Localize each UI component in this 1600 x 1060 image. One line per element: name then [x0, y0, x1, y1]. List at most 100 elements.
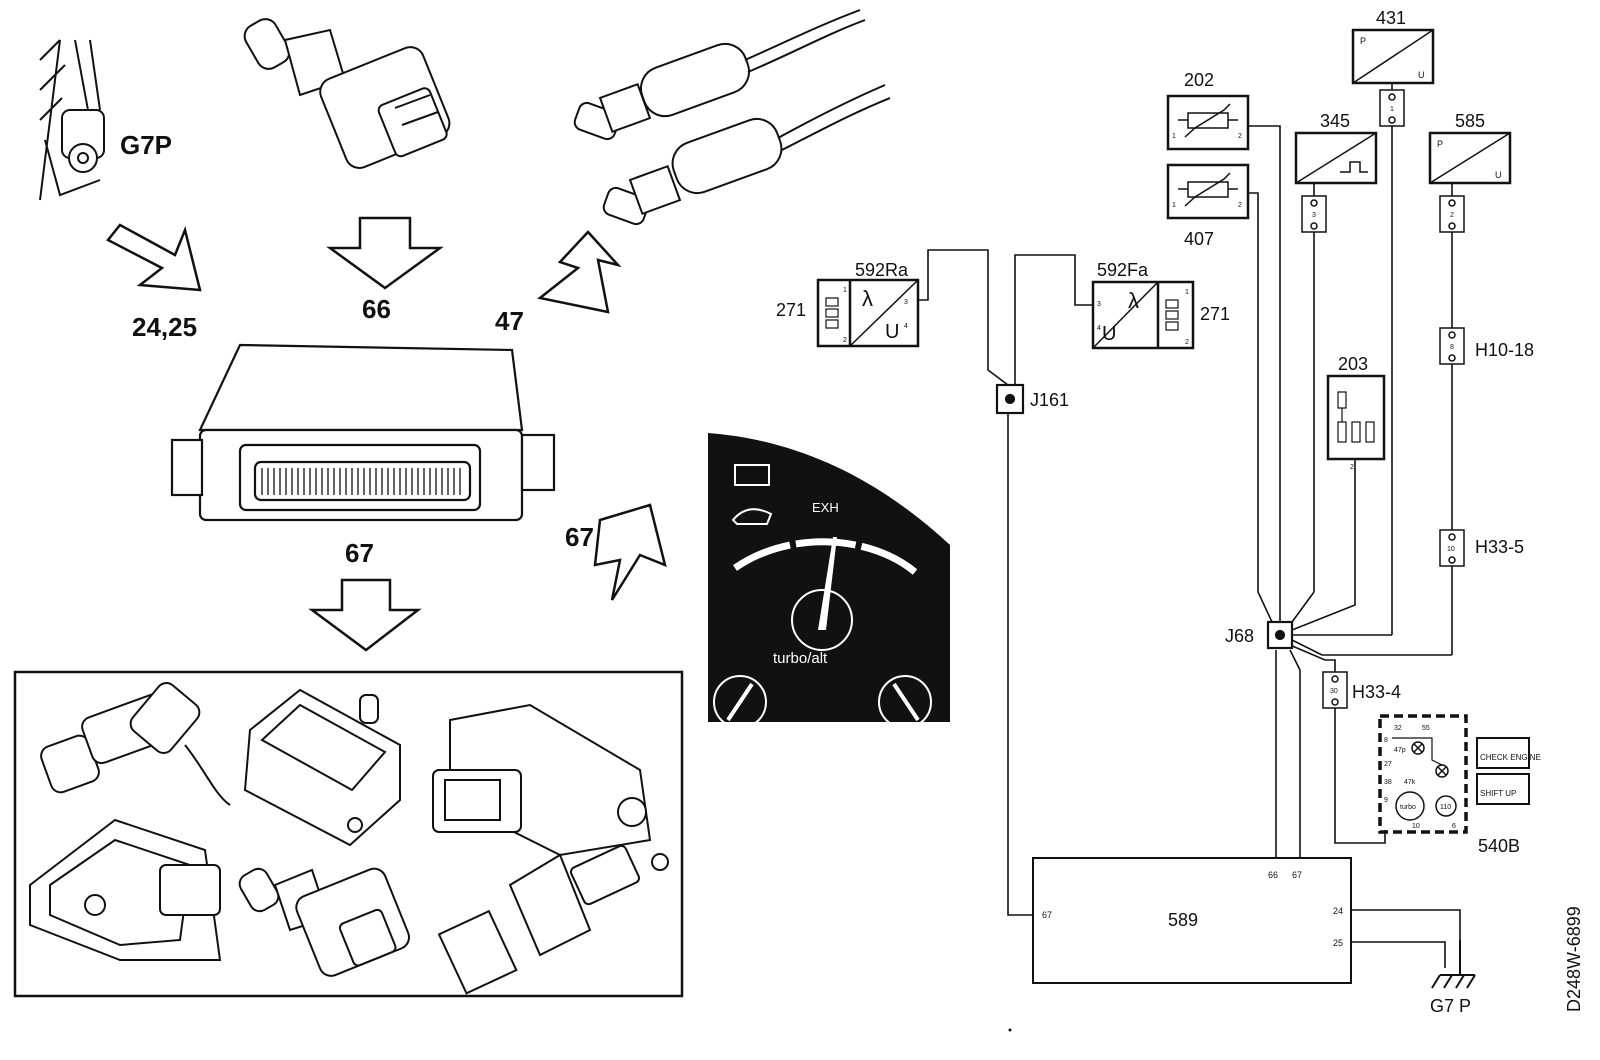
ground-label: G7 P: [1430, 996, 1471, 1016]
connector-h33-4[interactable]: [1322, 671, 1348, 709]
component-431-u: U: [1418, 70, 1425, 80]
ecu-connector-pins: [261, 468, 461, 495]
arrow-label-ground: 24,25: [132, 312, 197, 342]
ground-point-label: G7P: [120, 130, 172, 160]
component-592ra-lambda: λ: [862, 286, 873, 311]
component-592fa-pin-4: 4: [1097, 325, 1101, 332]
c540b-turbo-lamp: turbo: [1400, 804, 1416, 811]
schematic-wiring: [918, 83, 1461, 968]
gauge-label-bottom: turbo/alt: [773, 650, 828, 667]
component-202-pin-b: 2: [1238, 133, 1242, 140]
component-592fa-u: U: [1102, 323, 1116, 345]
ecu-589[interactable]: [1032, 857, 1352, 984]
connector-345-pin: [1301, 195, 1327, 233]
component-592fa-pin-2: 2: [1185, 339, 1189, 346]
component-592ra-pin-1: 1: [843, 287, 847, 294]
connector-345-pin-label: 3: [1312, 212, 1316, 219]
component-431[interactable]: [1351, 28, 1435, 85]
connector-431-pin-label: 1: [1390, 106, 1394, 113]
component-431-p: P: [1360, 36, 1366, 46]
ecu-pin-25: 25: [1333, 938, 1343, 948]
c540b-shift-up: SHIFT UP: [1480, 789, 1516, 798]
drawing-code: D248W-6899: [1564, 906, 1584, 1012]
component-203-pin: 2: [1350, 464, 1354, 471]
junction-j161[interactable]: [995, 383, 1025, 415]
component-592fa-pin-1: 1: [1185, 289, 1189, 296]
arrow-ground-to-ecu: [106, 223, 202, 292]
air-temp-sensor-illustration: [437, 844, 669, 995]
arrow-label-sensors: 67: [345, 538, 374, 568]
connector-h33-5-pin: 10: [1447, 546, 1455, 553]
component-431-label: 431: [1376, 8, 1406, 28]
component-592ra[interactable]: [816, 278, 920, 348]
component-592ra-label: 592Ra: [855, 260, 909, 280]
component-345-label: 345: [1320, 111, 1350, 131]
component-407-pin-b: 2: [1238, 202, 1242, 209]
component-407[interactable]: [1166, 163, 1250, 220]
component-585-p: P: [1437, 139, 1443, 149]
component-540b[interactable]: [1378, 714, 1530, 834]
component-407-pin-a: 1: [1172, 202, 1176, 209]
arrow-label-lambda: 47: [495, 306, 524, 336]
lambda-sensor-illustration-1: [573, 9, 866, 141]
component-592fa-label: 592Fa: [1097, 260, 1149, 280]
component-592ra-u: U: [885, 321, 899, 343]
connector-431-pin: [1379, 89, 1405, 127]
connector-h10-18-pin: 8: [1450, 344, 1454, 351]
component-585[interactable]: [1428, 131, 1512, 185]
ecu-pin-66: 66: [1268, 870, 1278, 880]
coolant-sensor-illustration: [238, 867, 410, 977]
component-592fa[interactable]: [1091, 280, 1195, 350]
connector-585-pin: [1439, 195, 1465, 233]
connector-h10-18[interactable]: [1439, 327, 1465, 365]
c540b-pin-47p: 47p: [1394, 747, 1406, 754]
component-585-label: 585: [1455, 111, 1485, 131]
battery-icon: [734, 464, 770, 486]
component-592ra-pin-2: 2: [843, 337, 847, 344]
junction-j68-label: J68: [1225, 626, 1254, 646]
connector-h10-18-label: H10-18: [1475, 340, 1534, 360]
component-202-label: 202: [1184, 70, 1214, 90]
c540b-pin-6: 6: [1452, 823, 1456, 830]
lambda-sensor-illustration-2: [602, 84, 891, 226]
c540b-pin-32: 32: [1394, 725, 1402, 732]
component-540b-label: 540B: [1478, 836, 1520, 856]
ground-point-illustration: [39, 39, 105, 201]
ecu-illustration: [170, 343, 556, 522]
component-592ra-pin-3: 3: [904, 299, 908, 306]
connector-h33-4-pin: 30: [1330, 688, 1338, 695]
oil-can-icon: [731, 508, 773, 525]
map-sensor-illustration: [243, 688, 401, 847]
ecu-pin-24: 24: [1333, 906, 1343, 916]
ground-symbol: [1431, 940, 1476, 989]
arrow-label-temp: 66: [362, 294, 391, 324]
gauge-needle: [818, 537, 837, 630]
component-407-label: 407: [1184, 229, 1214, 249]
c540b-pin-38: 38: [1384, 779, 1392, 786]
c540b-pin-9: 9: [1384, 797, 1388, 804]
junction-j68[interactable]: [1266, 620, 1294, 650]
component-592ra-conn: 271: [776, 300, 806, 320]
component-203[interactable]: [1326, 374, 1386, 461]
arrow-label-gauge: 67: [565, 522, 594, 552]
component-592ra-pin-4: 4: [904, 323, 908, 330]
component-592fa-lambda: λ: [1128, 288, 1139, 313]
arrow-ecu-to-sensors: [308, 578, 422, 652]
connector-h33-5[interactable]: [1439, 529, 1465, 567]
c540b-pin-8: 8: [1384, 737, 1388, 744]
component-592fa-pin-3: 3: [1097, 301, 1101, 308]
c540b-pin-110: 110: [1440, 804, 1451, 811]
c540b-pin-55: 55: [1422, 725, 1430, 732]
component-202[interactable]: [1166, 94, 1250, 151]
arrow-lambda-to-ecu: [537, 230, 622, 314]
connector-585-pin-label: 2: [1450, 212, 1454, 219]
throttle-sensor-illustration: [432, 703, 652, 857]
component-592fa-conn: 271: [1200, 304, 1230, 324]
component-345[interactable]: [1294, 131, 1378, 185]
c540b-pin-47k: 47k: [1404, 779, 1416, 786]
ecu-pin-67-top: 67: [1292, 870, 1302, 880]
component-203-label: 203: [1338, 354, 1368, 374]
gauge-label-top: EXH: [812, 500, 839, 515]
pressure-sensor-illustration: [29, 818, 222, 961]
